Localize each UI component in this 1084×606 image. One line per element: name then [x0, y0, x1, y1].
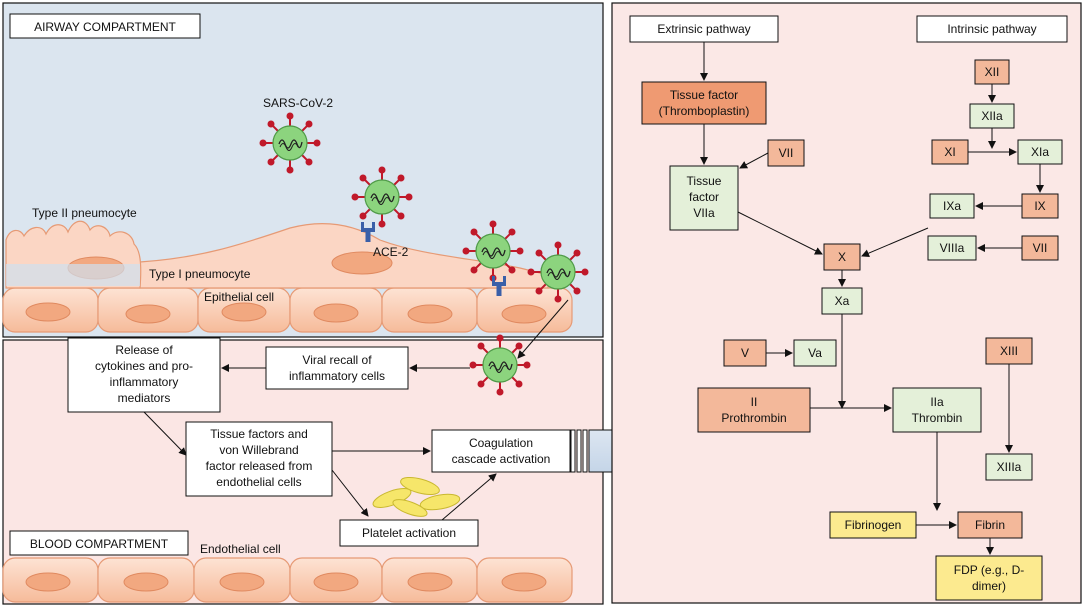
factor-xi-label: XI	[944, 145, 955, 159]
factor-xiia-box	[969, 103, 1015, 129]
coag-line: cascade activation	[452, 452, 551, 466]
tf-viia-line: Tissue	[687, 174, 722, 188]
thrombin-line: IIa	[930, 395, 944, 409]
factor-ix-box	[1021, 193, 1059, 219]
airway-label: AIRWAY COMPARTMENT	[34, 20, 176, 34]
fibrinogen-label: Fibrinogen	[845, 518, 902, 532]
factor-xii-label: XII	[985, 65, 1000, 79]
tf-viia-line: VIIa	[693, 206, 715, 220]
factor-xiii-label: XIII	[1000, 344, 1018, 358]
release-line: Release of	[115, 343, 173, 357]
tf-viia-box	[669, 165, 739, 231]
type2-base	[6, 264, 140, 286]
virus-icon	[258, 111, 322, 175]
cascade-arrows	[700, 42, 1044, 555]
tissue-factors-box: Tissue factors and von Willebrand factor…	[185, 421, 333, 497]
thrombin-line: Thrombin	[912, 411, 963, 425]
tissue-factor-box	[641, 81, 767, 125]
intrinsic-box	[916, 15, 1068, 43]
factor-ixa-box	[929, 193, 975, 219]
factor-vii-ext-box	[767, 139, 805, 167]
viral-recall-box: Viral recall of inflammatory cells	[265, 346, 409, 390]
factor-xiia-label: XIIa	[981, 109, 1003, 123]
factor-vii-int-box	[1021, 235, 1059, 261]
extrinsic-box	[629, 15, 779, 43]
blood-label-box	[9, 530, 189, 556]
fibrinogen-box	[829, 511, 917, 539]
endothelial-cell-row	[2, 557, 573, 603]
blood-label: BLOOD COMPARTMENT	[30, 537, 169, 551]
epithelial-cell-row	[2, 287, 573, 333]
factor-xiiia-box	[985, 453, 1033, 481]
coagulation-box: Coagulation cascade activation	[431, 429, 571, 473]
endothelial-label: Endothelial cell	[200, 542, 281, 556]
extrinsic-label: Extrinsic pathway	[657, 22, 750, 36]
platelet-label: Platelet activation	[362, 526, 456, 540]
virus-label: SARS-CoV-2	[263, 96, 333, 110]
airway-label-box	[9, 13, 201, 39]
factor-xia-label: XIa	[1031, 145, 1049, 159]
fdp-line: dimer)	[972, 579, 1006, 593]
tf-viia-line: factor	[689, 190, 719, 204]
type1-label: Type I pneumocyte	[149, 267, 251, 281]
factor-xa-label: Xa	[835, 294, 850, 308]
tissue-factors-line: factor released from	[206, 459, 313, 473]
tissue-factors-line: von Willebrand	[219, 443, 298, 457]
tissue-factor-line: (Thromboplastin)	[659, 104, 750, 118]
fibrin-label: Fibrin	[975, 518, 1005, 532]
factor-v-label: V	[741, 346, 749, 360]
prothrombin-line: Prothrombin	[721, 411, 786, 425]
factor-xii-box	[974, 59, 1010, 85]
tissue-factors-line: endothelial cells	[216, 475, 301, 489]
prothrombin-box	[697, 387, 811, 433]
factor-va-label: Va	[808, 346, 822, 360]
fdp-box	[935, 555, 1043, 601]
type1-nucleus	[331, 251, 393, 275]
release-line: cytokines and pro-	[95, 359, 193, 373]
thrombin-box	[892, 387, 982, 433]
factor-x-label: X	[838, 250, 846, 264]
tissue-factors-line: Tissue factors and	[210, 427, 308, 441]
virus-icon	[461, 219, 525, 283]
ace2-label: ACE-2	[373, 245, 409, 259]
coag-line: Coagulation	[469, 436, 533, 450]
viral-recall-line: inflammatory cells	[289, 369, 385, 383]
virus-icon	[526, 240, 590, 304]
factor-x-box	[823, 243, 861, 271]
fdp-line: FDP (e.g., D-	[954, 563, 1024, 577]
virus-icon	[468, 333, 532, 397]
type2-label: Type II pneumocyte	[32, 206, 137, 220]
factor-ixa-label: IXa	[943, 199, 961, 213]
factor-va-box	[793, 339, 837, 367]
release-line: inflammatory	[110, 375, 179, 389]
intrinsic-label: Intrinsic pathway	[947, 22, 1036, 36]
factor-xa-box	[821, 287, 863, 315]
factor-viiia-box	[927, 235, 977, 261]
factor-xia-box	[1017, 139, 1063, 165]
factor-vii-int-label: VII	[1033, 241, 1048, 255]
virus-icon	[350, 165, 414, 229]
release-box: Release of cytokines and pro- inflammato…	[67, 337, 221, 413]
factor-v-box	[723, 339, 767, 367]
epithelial-label: Epithelial cell	[204, 290, 274, 304]
tissue-factor-line: Tissue factor	[670, 88, 738, 102]
factor-xiiia-label: XIIIa	[997, 460, 1022, 474]
prothrombin-line: II	[751, 395, 758, 409]
left-arrows	[143, 299, 569, 521]
viral-recall-line: Viral recall of	[302, 353, 372, 367]
release-line: mediators	[118, 391, 171, 405]
platelet-icon	[372, 476, 461, 517]
factor-xiii-box	[985, 337, 1033, 365]
factor-ix-label: IX	[1034, 199, 1045, 213]
platelet-box: Platelet activation	[339, 519, 479, 547]
factor-vii-ext-label: VII	[779, 146, 794, 160]
factor-viiia-label: VIIIa	[940, 241, 965, 255]
